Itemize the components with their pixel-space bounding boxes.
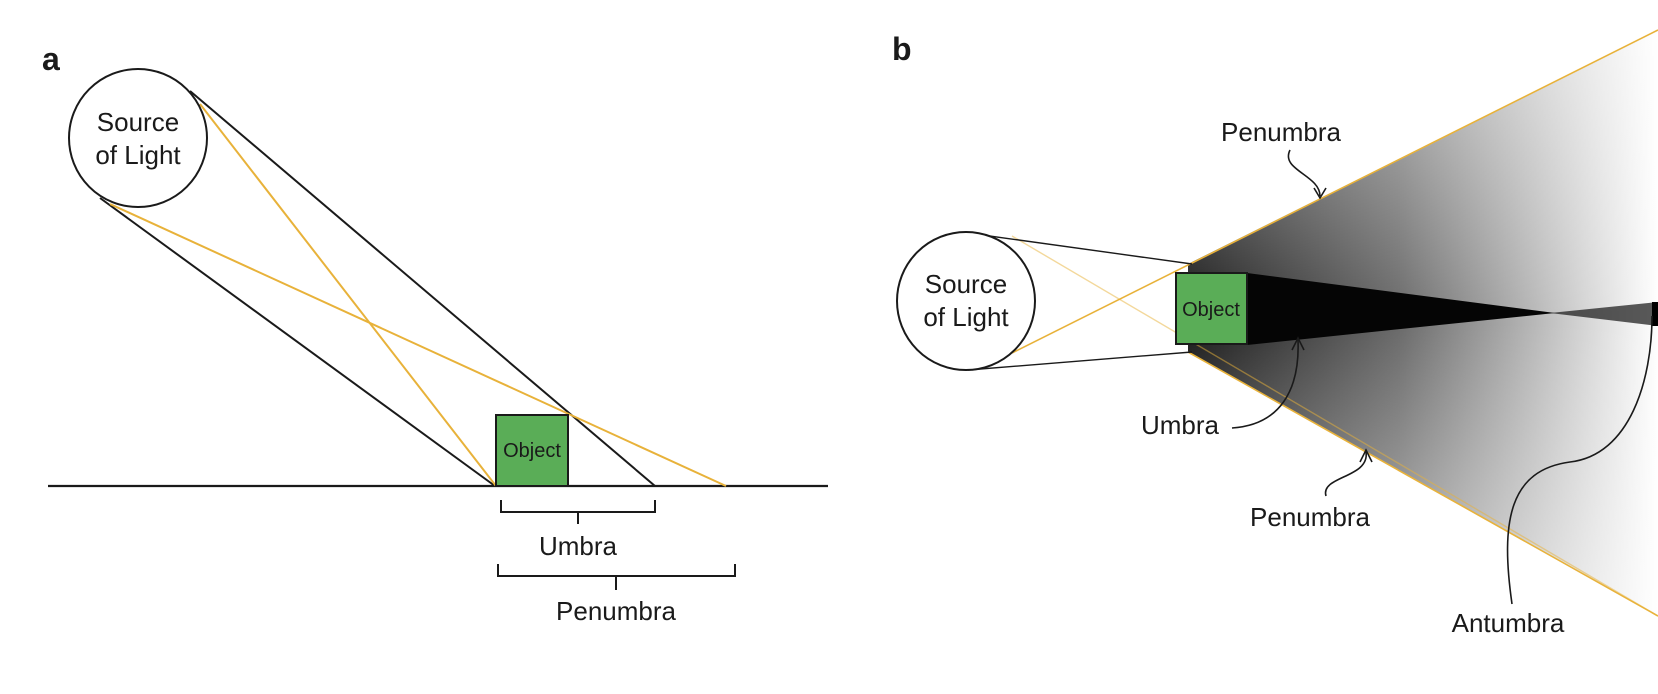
panel-a-letter: a [42,41,60,77]
source-label-b-line1: Source [925,269,1007,299]
panel-b-letter: b [892,31,912,67]
penumbra-label-a: Penumbra [556,596,676,626]
penumbra-bottom-pointer [1324,451,1367,497]
penumbra-bottom-arrowhead [1359,448,1373,463]
penumbra-bracket [497,564,736,590]
ray-dark-outer-right [189,90,656,487]
object-box-b [1175,272,1248,345]
source-label-b-line2: of Light [923,302,1009,332]
antumbra-label: Antumbra [1452,608,1565,638]
penumbra-bottom-label: Penumbra [1250,502,1370,532]
ray-dark-outer-left [99,197,496,487]
umbra-label-b: Umbra [1141,410,1220,440]
light-source-b [896,231,1036,371]
ray-orange-bottom-b-outer [1187,351,1658,617]
source-label-line1: Source [97,107,179,137]
umbra-bracket [500,500,656,524]
ray-orange-right [109,203,727,487]
antumbra-pointer [1506,315,1653,605]
object-label-b: Object [1182,299,1240,321]
object-label-a: Object [503,440,561,462]
panel-a: a Source of Light Object Umbra Penumbra [42,41,828,626]
penumbra-top-pointer [1287,149,1321,197]
object-box-a [495,414,569,487]
light-source-a [68,68,208,208]
ray-orange-left [199,103,497,487]
ray-dark-top-b [967,232,1193,265]
penumbra-top-arrowhead [1313,187,1327,200]
ray-dark-bottom-b [967,351,1193,371]
penumbra-top-label: Penumbra [1221,117,1341,147]
umbra-region [1247,273,1555,345]
antumbra-edge-mark [1652,302,1658,326]
antumbra-region [1550,302,1658,326]
ray-orange-bottom-b [1011,235,1658,617]
panel-b: b Source of Light Object Penumbra Umbra [892,29,1658,638]
umbra-arrowhead [1291,336,1305,351]
umbra-pointer [1231,339,1299,429]
umbra-label-a: Umbra [539,531,618,561]
source-label-line2: of Light [95,140,181,170]
